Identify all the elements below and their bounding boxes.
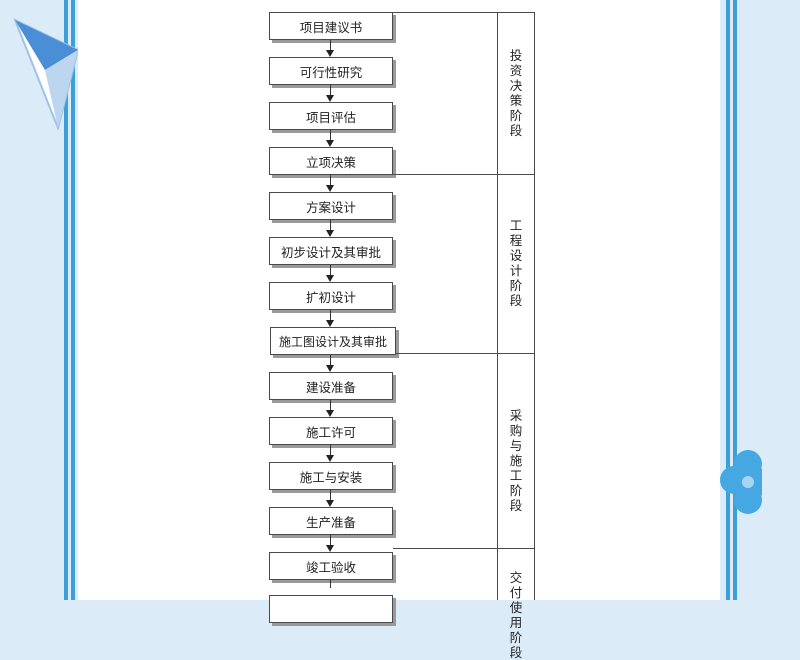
paper-plane-decoration [13, 18, 80, 130]
connector-arrow [326, 50, 334, 57]
step-box: 立项决策 [269, 147, 393, 175]
phase-divider [396, 353, 535, 354]
phase-divider [393, 174, 535, 175]
phase-label: 交付使用阶段 [509, 570, 523, 660]
frame-stripe-right-inner [726, 0, 730, 600]
connector-arrow [326, 230, 334, 237]
connector-line [330, 490, 331, 500]
connector-line [330, 445, 331, 455]
frame-stripe-left-outer [64, 0, 68, 600]
phase-frame-right-border [534, 12, 535, 600]
connector-line [330, 220, 331, 230]
connector-arrow [326, 365, 334, 372]
connector-line [330, 85, 331, 95]
phase-frame-top-border [393, 12, 535, 13]
step-box: 项目建议书 [269, 12, 393, 40]
step-box-partial [269, 595, 393, 623]
step-box: 可行性研究 [269, 57, 393, 85]
connector-arrow [326, 275, 334, 282]
step-box: 方案设计 [269, 192, 393, 220]
connector-arrow [326, 500, 334, 507]
connector-line [330, 40, 331, 50]
phase-divider [393, 548, 535, 549]
connector-line [330, 130, 331, 140]
connector-arrow [326, 410, 334, 417]
phase-label: 投资决策阶段 [509, 48, 523, 138]
connector-arrow [326, 140, 334, 147]
step-box: 施工图设计及其审批 [270, 327, 396, 355]
frame-stripe-left-inner [71, 0, 75, 600]
step-box: 施工许可 [269, 417, 393, 445]
flower-decoration [720, 450, 762, 514]
connector-line [330, 265, 331, 275]
connector-line [330, 580, 331, 588]
step-box: 施工与安装 [269, 462, 393, 490]
connector-arrow [326, 455, 334, 462]
phase-label: 采购与施工阶段 [509, 408, 523, 513]
step-box: 扩初设计 [269, 282, 393, 310]
connector-line [330, 535, 331, 545]
phase-label: 工程设计阶段 [509, 218, 523, 308]
step-box: 项目评估 [269, 102, 393, 130]
step-box: 竣工验收 [269, 552, 393, 580]
frame-stripe-right-outer [733, 0, 737, 600]
connector-arrow [326, 545, 334, 552]
connector-arrow [326, 185, 334, 192]
document-page [78, 0, 720, 600]
step-box: 建设准备 [269, 372, 393, 400]
step-box: 生产准备 [269, 507, 393, 535]
connector-arrow [326, 320, 334, 327]
connector-line [330, 175, 331, 185]
step-box: 初步设计及其审批 [269, 237, 393, 265]
connector-arrow [326, 95, 334, 102]
connector-line [330, 400, 331, 410]
phase-frame-left-border [497, 12, 498, 600]
connector-line [330, 310, 331, 320]
connector-line [330, 355, 331, 365]
